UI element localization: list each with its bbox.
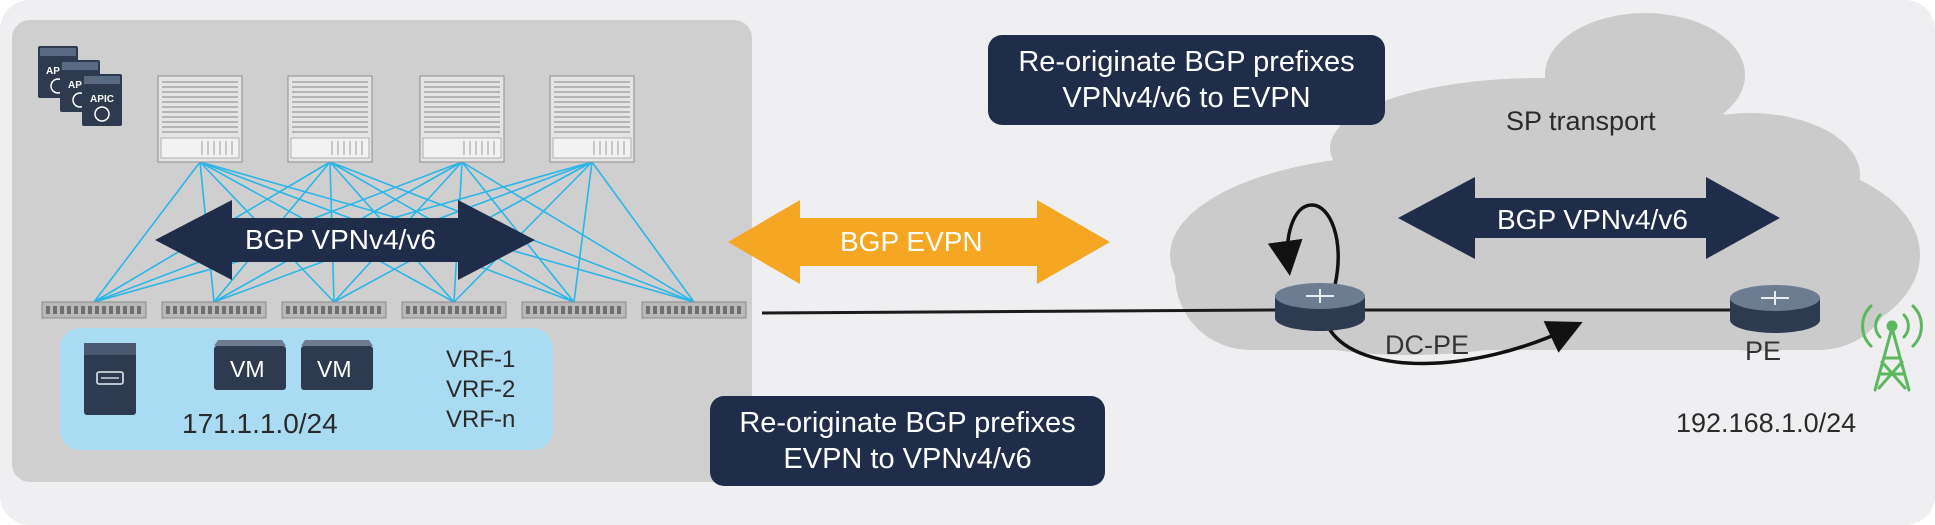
bgp-evpn-arrow [728, 200, 1110, 284]
vm-icon-2 [301, 340, 373, 390]
vm-icon-1 [214, 340, 286, 390]
router-icon [1730, 285, 1820, 333]
pe-label: PE [1745, 336, 1782, 366]
apic-label: APIC [90, 94, 114, 105]
dcpe-loop-arrow [1267, 203, 1340, 286]
spine-switch-icon [287, 75, 373, 163]
spine-switch-icon [419, 75, 505, 163]
router-icon [1275, 283, 1365, 331]
dcpe-forward-arrow [1328, 321, 1583, 366]
sp-bgp-vpn-arrow [1398, 177, 1780, 259]
sp-arrow-label: BGP VPNv4/v6 [1497, 204, 1688, 235]
fabric-bgp-vpn-arrow [155, 200, 535, 280]
top-box-line1: Re-originate BGP prefixes [1018, 46, 1355, 78]
bottom-box-line2: EVPN to VPNv4/v6 [783, 443, 1032, 475]
spine-switches [157, 75, 635, 163]
leaf-switch-icon [281, 301, 387, 319]
dc-to-dcpe-line [761, 308, 1281, 315]
leaf-switch-icon [41, 301, 147, 319]
leaf-switch-icon [161, 301, 267, 319]
top-reoriginate-box: Re-originate BGP prefixes VPNv4/v6 to EV… [988, 35, 1385, 125]
apic-server-icon: APIC [82, 74, 122, 126]
bottom-box-line1: Re-originate BGP prefixes [739, 407, 1076, 439]
fabric-link [591, 161, 695, 303]
fabric-link [461, 161, 695, 303]
dc-pe-label: DC-PE [1385, 330, 1470, 360]
apic-label: APIC [68, 80, 92, 91]
subnet-right-label: 192.168.1.0/24 [1676, 408, 1857, 438]
apic-label: APIC [46, 66, 70, 77]
vrf-label-3: VRF-n [446, 406, 516, 433]
subnet-left-label: 171.1.1.0/24 [182, 408, 338, 439]
sp-transport-label: SP transport [1506, 106, 1656, 136]
spine-switch-icon [157, 75, 243, 163]
spine-switch-icon [549, 75, 635, 163]
vm-label-2: VM [317, 356, 352, 382]
leaf-switch-icon [521, 301, 627, 319]
leaf-switch-icon [641, 301, 747, 319]
leaf-switch-icon [401, 301, 507, 319]
server-icon [84, 343, 136, 415]
leaf-switches [41, 301, 747, 319]
vm-label-1: VM [230, 356, 265, 382]
apic-cluster: APIC APIC APIC [38, 46, 122, 126]
top-box-line2: VPNv4/v6 to EVPN [1062, 82, 1311, 114]
fabric-arrow-label: BGP VPNv4/v6 [245, 224, 436, 255]
fabric-link [93, 161, 201, 303]
fabric-link [453, 161, 593, 303]
evpn-arrow-label: BGP EVPN [840, 226, 983, 257]
bottom-reoriginate-box: Re-originate BGP prefixes EVPN to VPNv4/… [710, 396, 1105, 486]
vrf-label-1: VRF-1 [446, 346, 516, 373]
vrf-label-2: VRF-2 [446, 376, 516, 403]
cell-tower-icon [1861, 304, 1923, 392]
fabric-link [573, 161, 593, 303]
